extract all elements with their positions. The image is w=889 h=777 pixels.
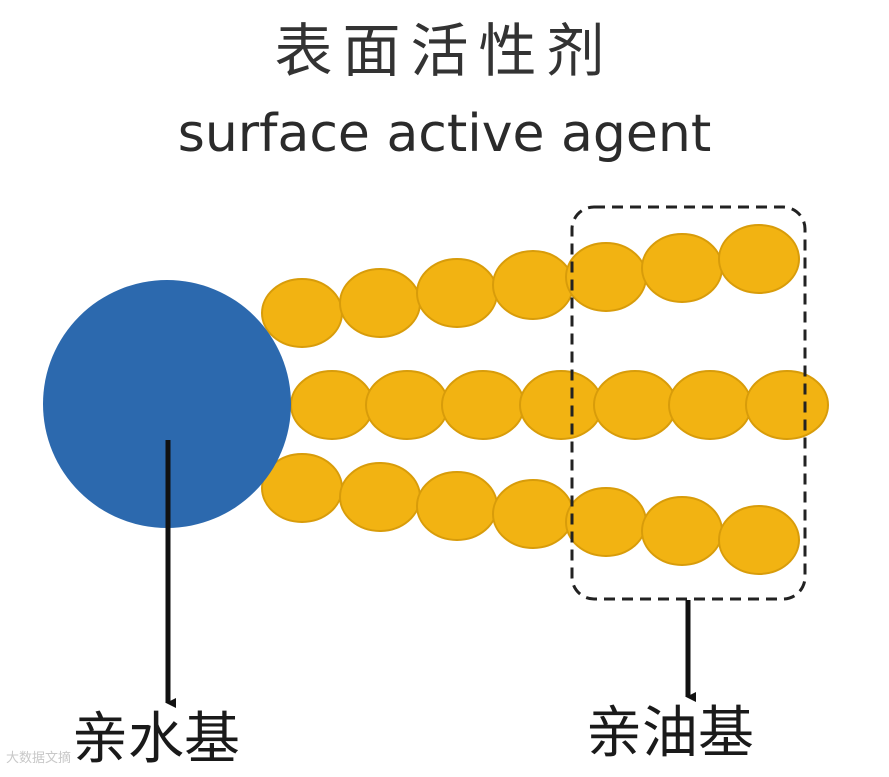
hydrophobic-tail-bottom xyxy=(261,453,800,575)
tail-bead xyxy=(261,278,343,348)
hydrophobic-tail-middle xyxy=(290,370,829,440)
tail-bead xyxy=(718,505,800,575)
tail-bead xyxy=(668,370,752,440)
tail-bead xyxy=(365,370,449,440)
tail-bead xyxy=(339,268,421,338)
hydrophobic-tail-top xyxy=(261,224,800,348)
hydrophilic-group-label: 亲水基 xyxy=(72,707,240,772)
tail-bead xyxy=(718,224,800,294)
tail-bead xyxy=(290,370,374,440)
tail-bead xyxy=(641,233,723,303)
hydrophilic-head xyxy=(43,280,291,528)
tail-bead xyxy=(416,471,498,541)
lipophilic-group-label: 亲油基 xyxy=(586,701,754,766)
tail-bead xyxy=(745,370,829,440)
watermark: 大数据文摘 xyxy=(6,751,72,766)
tail-bead xyxy=(593,370,677,440)
tail-bead xyxy=(641,496,723,566)
tail-bead xyxy=(441,370,525,440)
tail-bead xyxy=(565,242,647,312)
tail-bead xyxy=(492,479,574,549)
lipophilic-region-box xyxy=(570,205,807,601)
tail-bead xyxy=(416,258,498,328)
tail-bead xyxy=(492,250,574,320)
tail-bead xyxy=(339,462,421,532)
tail-bead xyxy=(565,487,647,557)
title-chinese: 表面活性剂 xyxy=(274,17,615,85)
title-english: surface active agent xyxy=(177,104,712,164)
tail-bead xyxy=(519,370,603,440)
